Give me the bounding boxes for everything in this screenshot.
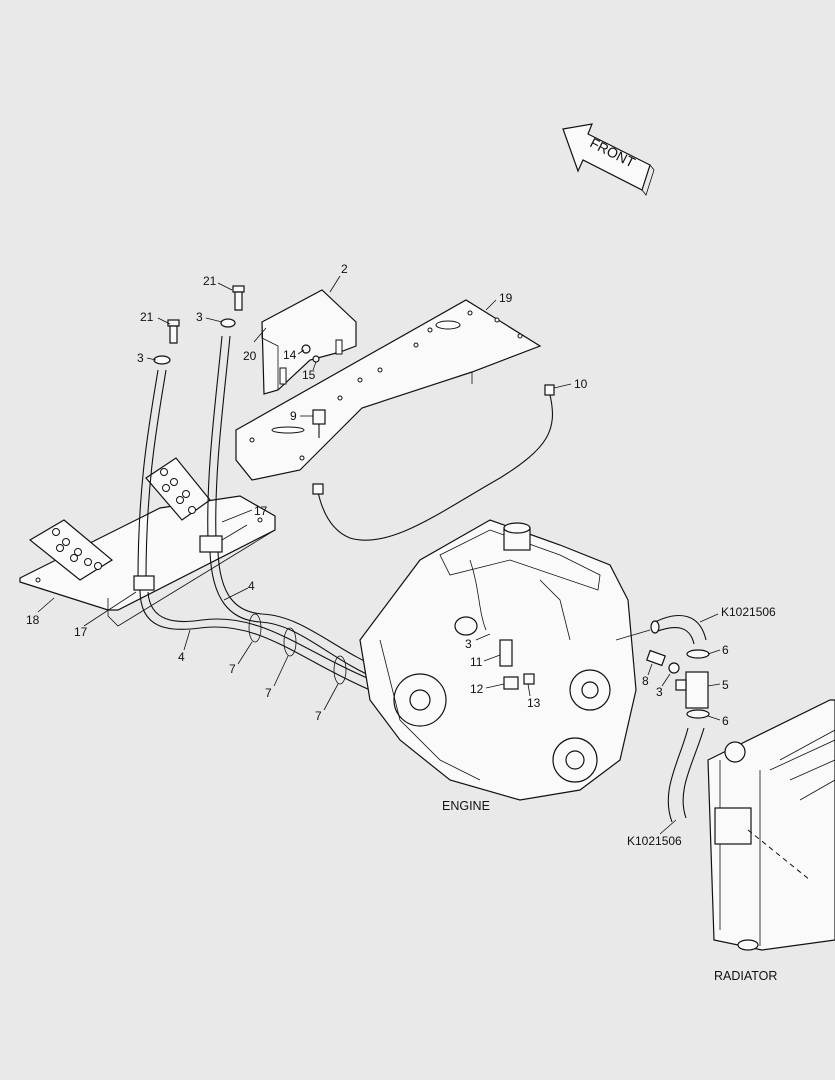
hose-part-number: K1021506 bbox=[627, 834, 682, 848]
engine-caption: ENGINE bbox=[442, 799, 490, 813]
callout-6: 6 bbox=[722, 643, 729, 657]
leader-lines bbox=[37, 275, 721, 835]
tube-left bbox=[137, 355, 171, 581]
front-arrow-icon: FRONT bbox=[562, 123, 655, 196]
callout-12: 12 bbox=[470, 682, 484, 696]
callout-19: 19 bbox=[499, 291, 513, 305]
callout-21: 21 bbox=[140, 310, 154, 324]
callout-5: 5 bbox=[722, 678, 729, 692]
radiator-assembly bbox=[707, 699, 835, 951]
callout-2: 2 bbox=[341, 262, 348, 276]
callout-7: 7 bbox=[315, 709, 322, 723]
callout-7: 7 bbox=[229, 662, 236, 676]
engine-assembly bbox=[359, 519, 651, 801]
sensor-part bbox=[312, 409, 326, 438]
radiator-caption: RADIATOR bbox=[714, 969, 777, 983]
callout-18: 18 bbox=[26, 613, 40, 627]
fitting-part bbox=[499, 639, 680, 690]
callout-11: 11 bbox=[470, 655, 483, 669]
callout-3: 3 bbox=[656, 685, 663, 699]
grommet-part bbox=[133, 535, 223, 591]
mounting-plate bbox=[235, 299, 542, 481]
callout-4: 4 bbox=[178, 650, 185, 664]
callout-3: 3 bbox=[465, 637, 472, 651]
callout-4: 4 bbox=[248, 579, 255, 593]
hose-part-number: K1021506 bbox=[721, 605, 776, 619]
callout-3: 3 bbox=[137, 351, 144, 365]
pedal-right bbox=[145, 457, 211, 521]
tube-right bbox=[207, 318, 236, 541]
callout-10: 10 bbox=[574, 377, 588, 391]
callout-15: 15 bbox=[302, 368, 316, 382]
bolt-part bbox=[232, 285, 245, 311]
callout-7: 7 bbox=[265, 686, 272, 700]
callout-21: 21 bbox=[203, 274, 217, 288]
callout-17: 17 bbox=[254, 504, 268, 518]
callout-8: 8 bbox=[642, 674, 649, 688]
callout-9: 9 bbox=[290, 409, 297, 423]
callout-14: 14 bbox=[283, 348, 297, 362]
callout-6: 6 bbox=[722, 714, 729, 728]
callout-20: 20 bbox=[243, 349, 257, 363]
wiring-harness bbox=[312, 384, 555, 541]
callout-13: 13 bbox=[527, 696, 541, 710]
callout-3: 3 bbox=[196, 310, 203, 324]
bracket-part bbox=[261, 289, 357, 395]
washer-part bbox=[312, 355, 320, 363]
callout-17: 17 bbox=[74, 625, 88, 639]
fitting-part bbox=[301, 344, 311, 354]
coolant-hose bbox=[650, 615, 710, 823]
clamp-part bbox=[248, 613, 347, 685]
pedal-left bbox=[28, 519, 114, 581]
